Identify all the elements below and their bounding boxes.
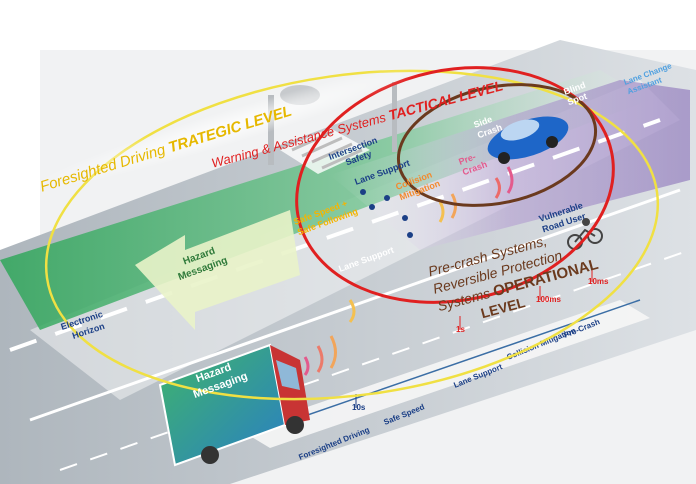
truck bbox=[158, 343, 310, 467]
timeline-time-label: 10ms bbox=[588, 277, 609, 286]
lane-line-lower bbox=[29, 188, 681, 422]
lane-dash-edge bbox=[59, 249, 691, 471]
signal-waves bbox=[303, 166, 514, 376]
crosswalk bbox=[280, 128, 370, 174]
blue-car bbox=[487, 116, 569, 164]
crosswalk-stripes bbox=[291, 130, 363, 170]
pole-right bbox=[392, 82, 397, 152]
lane-dash-upper bbox=[9, 118, 661, 352]
operational-ellipse bbox=[396, 83, 598, 207]
strategic-ellipse bbox=[44, 69, 660, 401]
timeline-time-label: 100ms bbox=[536, 295, 561, 304]
sensor-dots bbox=[360, 189, 413, 238]
timeline-time-label: 10s bbox=[352, 403, 366, 412]
hazard-arrow bbox=[135, 210, 300, 330]
timeline-time-label: 1s bbox=[456, 325, 465, 334]
